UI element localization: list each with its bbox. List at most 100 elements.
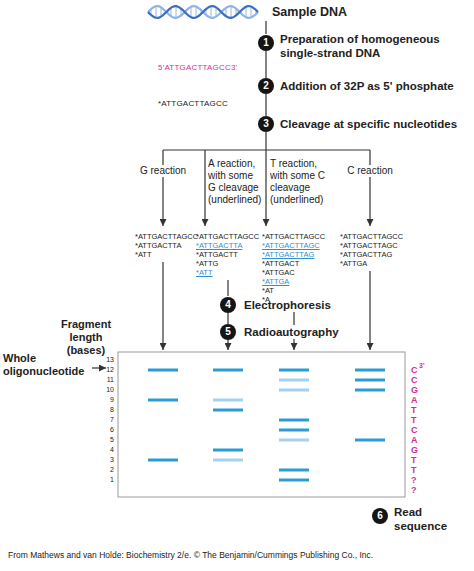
fragment-sequence: *AT <box>262 286 274 295</box>
step-connector <box>265 51 266 78</box>
gel-band <box>213 369 243 372</box>
gel-band <box>213 459 243 462</box>
read-base: T <box>411 405 417 415</box>
fragment-length: 2 <box>94 466 114 474</box>
flow-arrow <box>227 280 228 296</box>
flow-arrow <box>227 340 228 350</box>
gel-band <box>279 369 309 372</box>
step-circle: 2Addition of 32P as 5' phosphate <box>258 78 274 94</box>
labeled-sequence: *ATTGACTTAGCC <box>158 99 228 108</box>
fragment-length: 11 <box>94 376 114 384</box>
read-base: C <box>411 375 418 385</box>
step-label: Electrophoresis <box>242 298 333 312</box>
fragment-sequence: *ATTGACTTAGCC <box>196 232 259 241</box>
read-base: ? <box>411 485 417 495</box>
step-label: Addition of 32P as 5' phosphate <box>280 79 454 93</box>
fragment-length: 5 <box>94 436 114 444</box>
gel-band <box>279 479 309 482</box>
read-base: A <box>411 395 418 405</box>
helix-strand <box>148 6 258 18</box>
step-number: 3 <box>258 116 274 132</box>
flow-arrow <box>265 132 266 150</box>
step-number: 1 <box>258 35 274 51</box>
fragment-sequence: *ATT <box>135 250 152 259</box>
fragment-sequence: *A <box>262 295 270 304</box>
gel-band <box>355 389 385 392</box>
source-credit: From Mathews and van Holde: Biochemistry… <box>8 551 373 561</box>
fragment-length: 7 <box>94 416 114 424</box>
fragment-length: 10 <box>94 386 114 394</box>
step-label: Preparation of homogeneous single-strand… <box>280 32 455 60</box>
axis-title: Fragment length (bases) <box>56 318 116 357</box>
fragment-sequence: *ATTGACTTAG <box>262 250 314 259</box>
gel-band <box>213 399 243 402</box>
gel-band <box>279 389 309 392</box>
helix-rung <box>156 6 157 18</box>
fragment-length: 8 <box>94 406 114 414</box>
step-circle: 1Preparation of homogeneous single-stran… <box>258 35 274 51</box>
fragment-sequence: *ATTGACTTAGCC <box>135 232 198 241</box>
step-number: 5 <box>220 324 236 340</box>
flow-arrow <box>265 21 266 34</box>
read-base: G <box>411 445 418 455</box>
fragment-length: 4 <box>94 446 114 454</box>
reaction-heading: A reaction, with some G cleavage (underl… <box>208 158 263 206</box>
fragment-length: 6 <box>94 426 114 434</box>
gel-band <box>148 369 178 372</box>
fragment-sequence: *ATTGACTTAGCC <box>262 232 325 241</box>
read-base: C <box>411 425 418 435</box>
dna-helix <box>148 6 258 18</box>
fragment-length: 3 <box>94 456 114 464</box>
step-connector <box>265 94 266 116</box>
step-number: 2 <box>258 78 274 94</box>
gel-frame <box>118 352 405 497</box>
helix-strand <box>148 6 258 18</box>
flow-arrow <box>204 150 205 226</box>
gel-band <box>355 369 385 372</box>
step-connector <box>227 313 228 324</box>
gel-band <box>355 439 385 442</box>
helix-rung <box>251 6 252 17</box>
step-label: Read sequence <box>394 505 456 533</box>
step-number: 6 <box>372 508 388 524</box>
gel-band <box>279 469 309 472</box>
component-label: Sample DNA <box>272 5 347 19</box>
step-label: Cleavage at specific nucleotides <box>280 117 457 131</box>
fragment-sequence: *ATT <box>196 268 213 277</box>
flow-arrow <box>369 271 370 350</box>
flow-arrow <box>162 262 163 350</box>
read-base: T <box>411 415 417 425</box>
read-base: C <box>411 365 418 375</box>
fragment-sequence: *ATTGA <box>262 277 289 286</box>
fragment-length: 9 <box>94 396 114 404</box>
step-circle: 3Cleavage at specific nucleotides <box>258 116 274 132</box>
fragment-sequence: *ATTGACTTAGC <box>340 241 398 250</box>
gel-band <box>279 429 309 432</box>
gel-band <box>213 449 243 452</box>
fragment-sequence: *ATTGACTTA <box>135 241 181 250</box>
fragment-sequence: *ATTGACTTAGCC <box>340 232 403 241</box>
sequence-label: 5'ATTGACTTAGCC3' <box>158 63 237 72</box>
read-base: ? <box>411 475 417 485</box>
gel-band <box>148 459 178 462</box>
strand-end: 3' <box>419 362 425 370</box>
fragment-length: 13 <box>94 356 114 364</box>
flow-arrow <box>265 150 266 226</box>
fragment-sequence: *ATTG <box>196 259 218 268</box>
reaction-heading: G reaction <box>138 165 188 177</box>
step-circle: 5Radioautography <box>220 324 236 340</box>
band-label: Whole oligonucleotide <box>3 352 91 378</box>
flow-arrow <box>162 150 163 226</box>
read-base: A <box>411 435 418 445</box>
reaction-heading: C reaction <box>345 165 395 177</box>
gel-band <box>279 379 309 382</box>
read-base: T <box>411 455 417 465</box>
fragment-sequence: *ATTGACTTAGC <box>262 241 320 250</box>
fragment-length: 1 <box>94 476 114 484</box>
fragment-sequence: *ATTGACT <box>262 259 299 268</box>
helix-rung <box>196 6 197 17</box>
helix-rung <box>176 6 177 18</box>
fragment-length: 12 <box>94 366 114 374</box>
reaction-heading: T reaction, with some C cleavage (underl… <box>270 158 325 206</box>
